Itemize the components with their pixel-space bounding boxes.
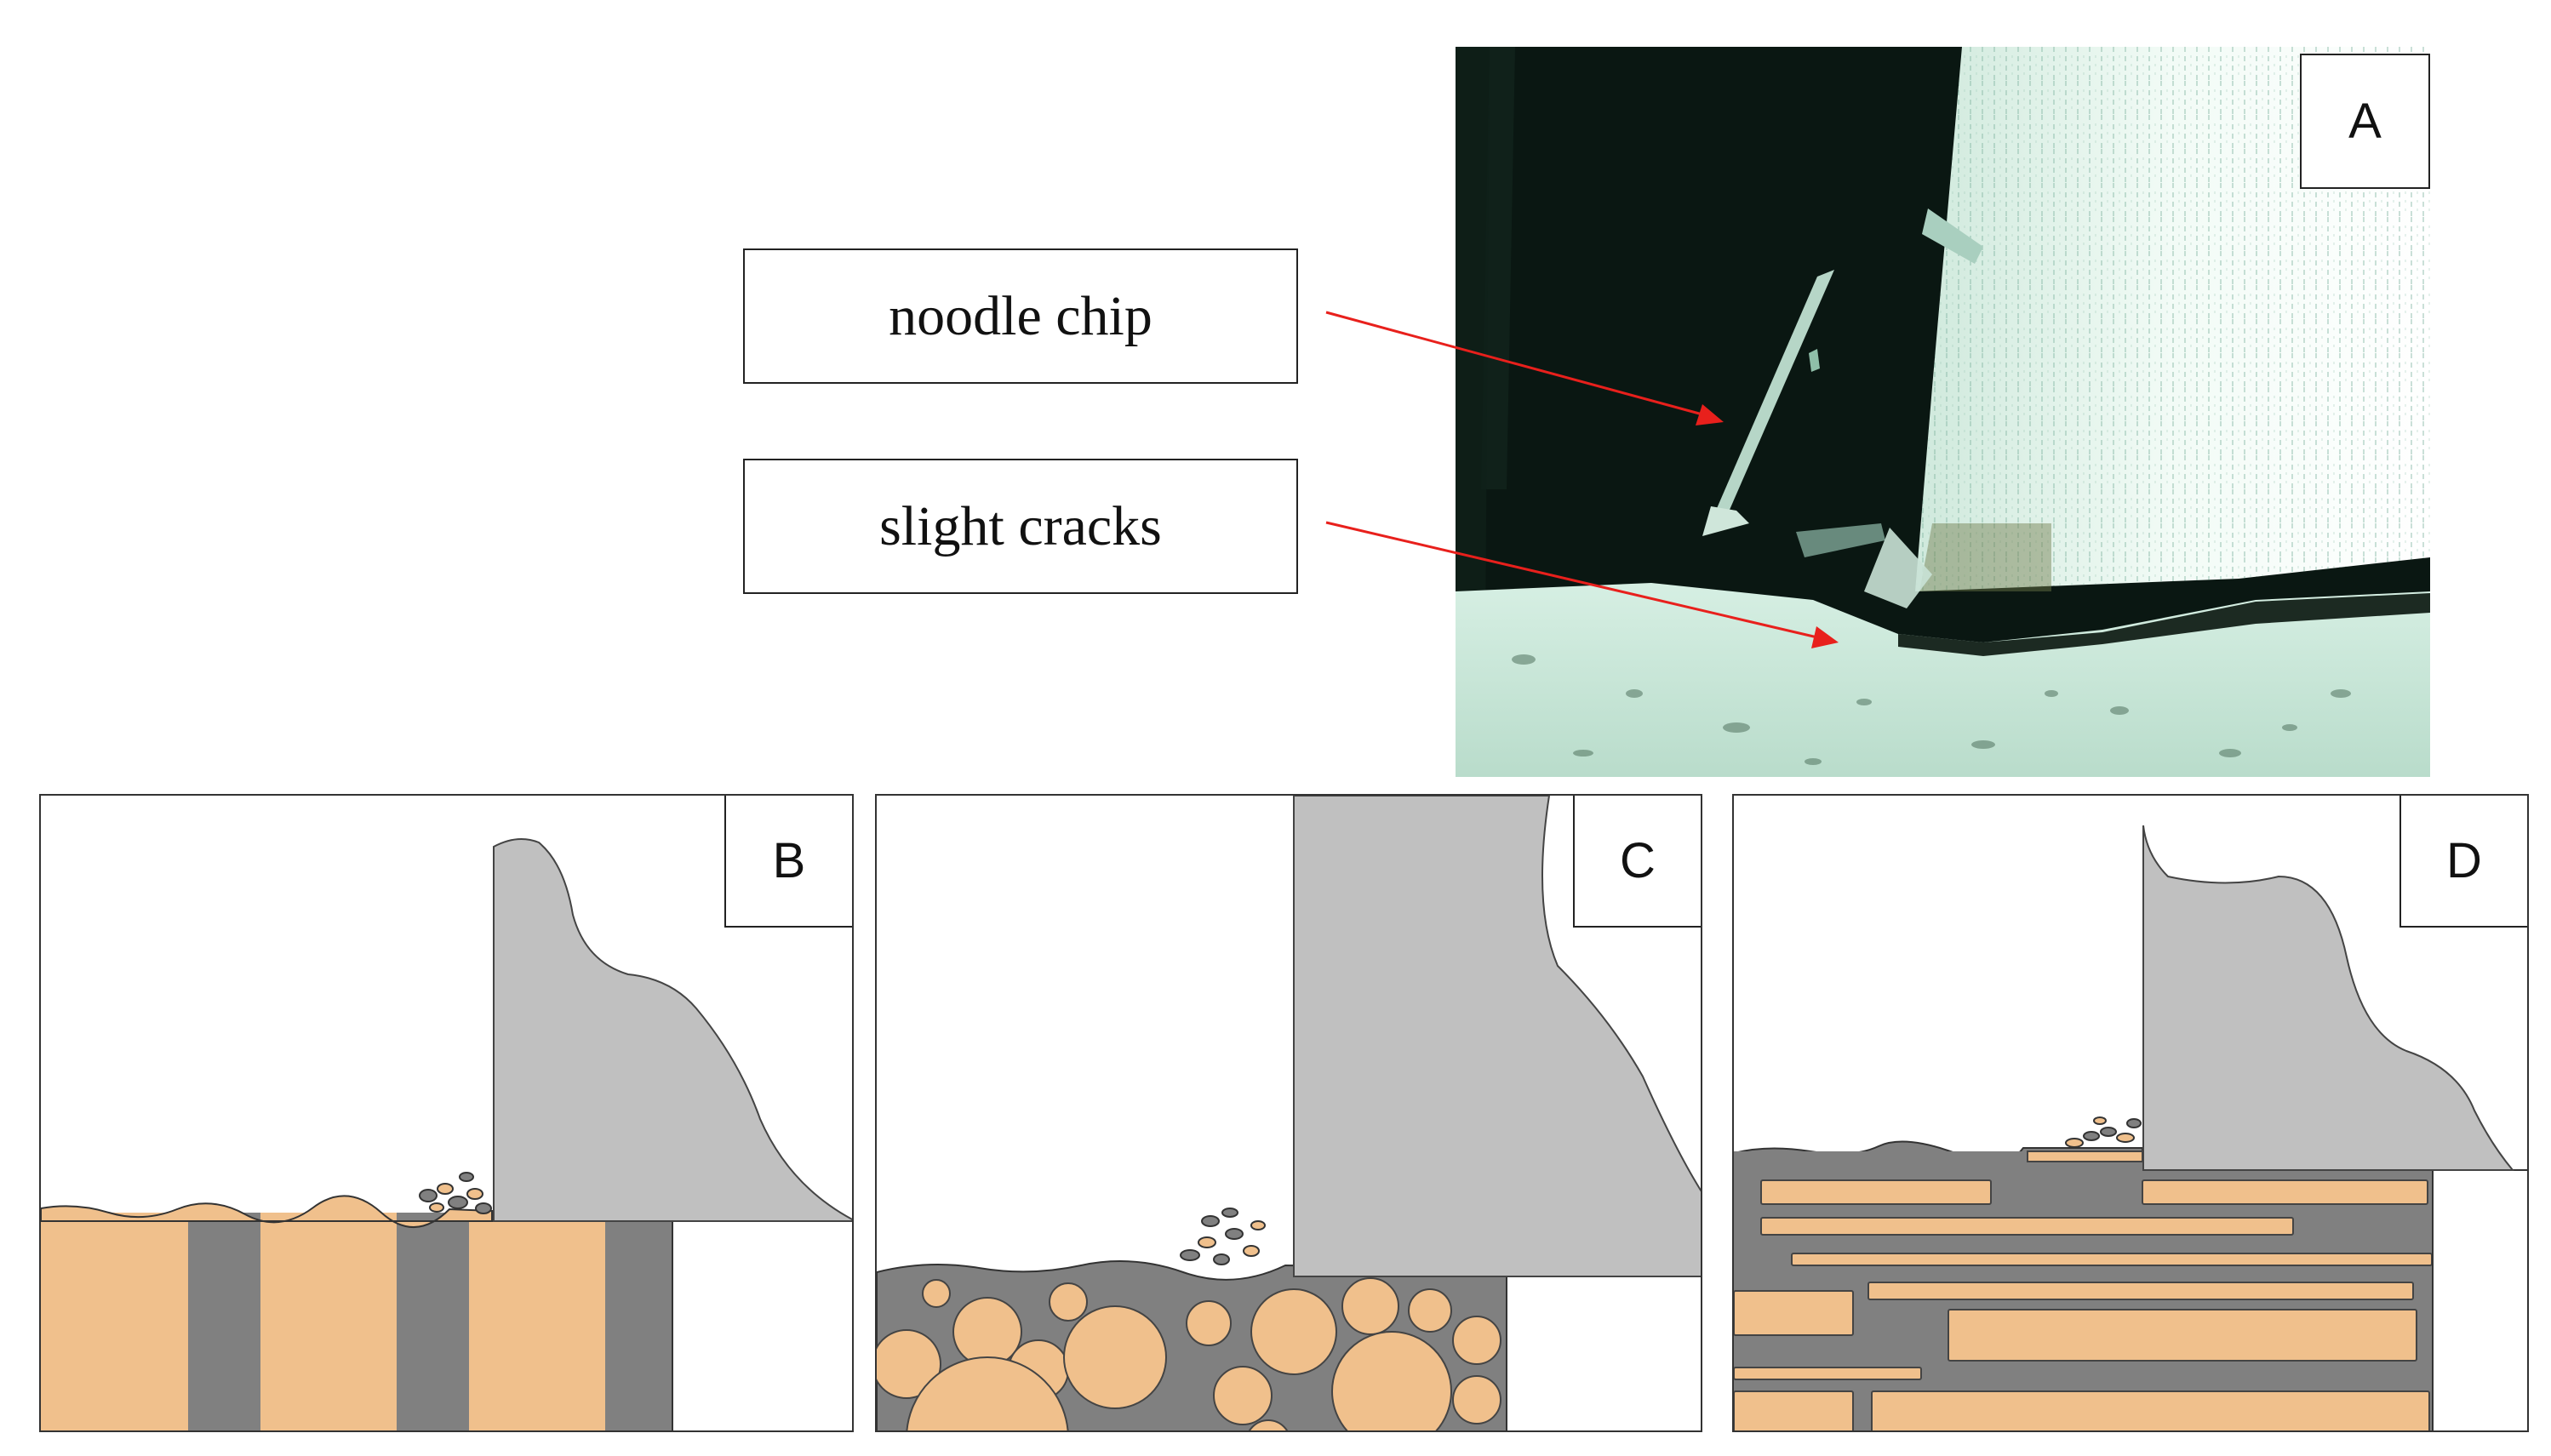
fiber-layers (1734, 1151, 2433, 1430)
fiber-particles (877, 1277, 1501, 1430)
cutting-tool (493, 838, 852, 1222)
slight-cracks-label: slight cracks (743, 459, 1298, 594)
fiber-column (260, 1213, 397, 1430)
fiber-column (41, 1213, 188, 1430)
panel-b: B (39, 794, 854, 1432)
cutting-tool (2142, 825, 2515, 1171)
panel-b-illustration (41, 838, 852, 1430)
chip-debris (1180, 1208, 1266, 1265)
panel-c-label: C (1573, 796, 1701, 928)
photo-illustration (1456, 47, 2430, 777)
panel-d: D (1732, 794, 2529, 1432)
chip-debris (2065, 1116, 2142, 1148)
fiber-column (469, 1213, 605, 1430)
noodle-chip (1707, 270, 1834, 532)
panel-d-label: D (2399, 796, 2527, 928)
panel-d-illustration (1734, 825, 2527, 1430)
microscope-photo: A (1456, 47, 2430, 777)
panel-b-label: B (724, 796, 852, 928)
panel-c-illustration (877, 796, 1701, 1430)
noodle-chip-label: noodle chip (743, 248, 1298, 384)
panel-a-label: A (2300, 54, 2430, 189)
panel-c: C (875, 794, 1702, 1432)
crack-line (1898, 593, 2430, 656)
cutting-tool (1293, 796, 1701, 1277)
chip-debris (419, 1172, 492, 1214)
